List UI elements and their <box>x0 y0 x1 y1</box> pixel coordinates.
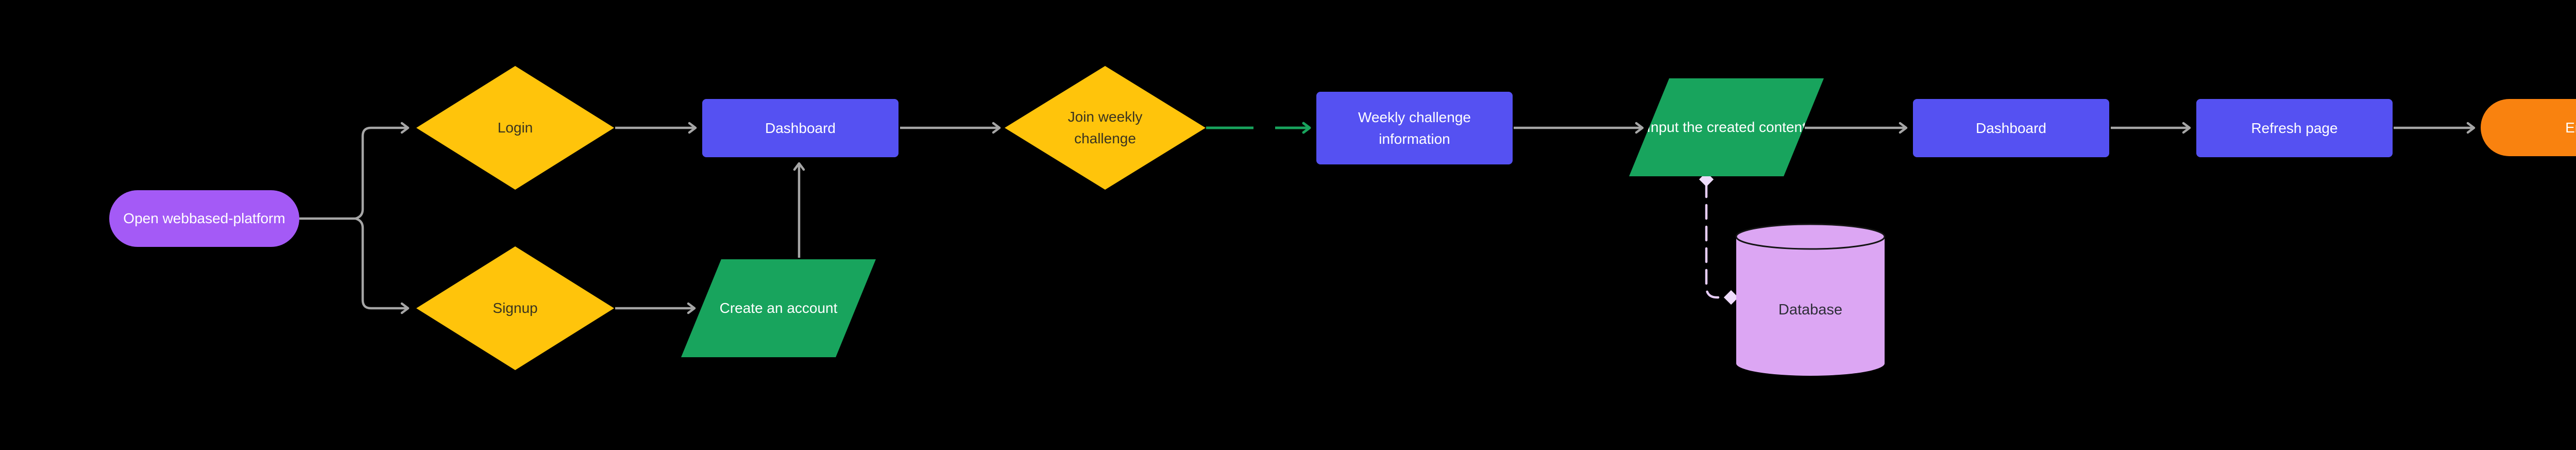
node-dashboard-1-label: Dashboard <box>765 120 836 136</box>
node-weekly-challenge-information[interactable]: Weekly challenge information <box>1316 92 1513 164</box>
node-weekly-challenge-information-label: Weekly challenge information <box>1358 109 1471 147</box>
node-create-account-label: Create an account <box>719 300 838 316</box>
node-dashboard-2-label: Dashboard <box>1976 120 2046 136</box>
node-dashboard-2[interactable]: Dashboard <box>1913 99 2109 157</box>
database-cylinder-top <box>1735 223 1886 250</box>
node-signup-label: Signup <box>493 300 538 316</box>
node-login-label: Login <box>497 120 533 136</box>
node-dashboard-1[interactable]: Dashboard <box>702 99 899 157</box>
edge-endpoint-diamond-icon <box>1723 290 1739 305</box>
database-label: Database <box>1778 302 1842 318</box>
database-cylinder-body <box>1736 237 1885 376</box>
node-end[interactable]: End <box>2481 99 2576 156</box>
edge-input-content-database[interactable] <box>1699 172 1739 305</box>
node-refresh-page[interactable]: Refresh page <box>2196 99 2393 157</box>
database-node[interactable]: Database <box>1735 223 1886 376</box>
edge-fork-login[interactable] <box>355 122 410 220</box>
node-end-label: End <box>2565 119 2576 136</box>
edge-fork-signup[interactable] <box>355 217 410 314</box>
node-join-weekly-challenge-label: Join weekly challenge <box>1067 109 1143 146</box>
node-refresh-page-label: Refresh page <box>2251 120 2338 136</box>
node-input-created-content-label: Input the created content <box>1647 119 1806 135</box>
node-start-label: Open webbased-platform <box>123 210 285 226</box>
node-start[interactable]: Open webbased-platform <box>109 190 299 247</box>
